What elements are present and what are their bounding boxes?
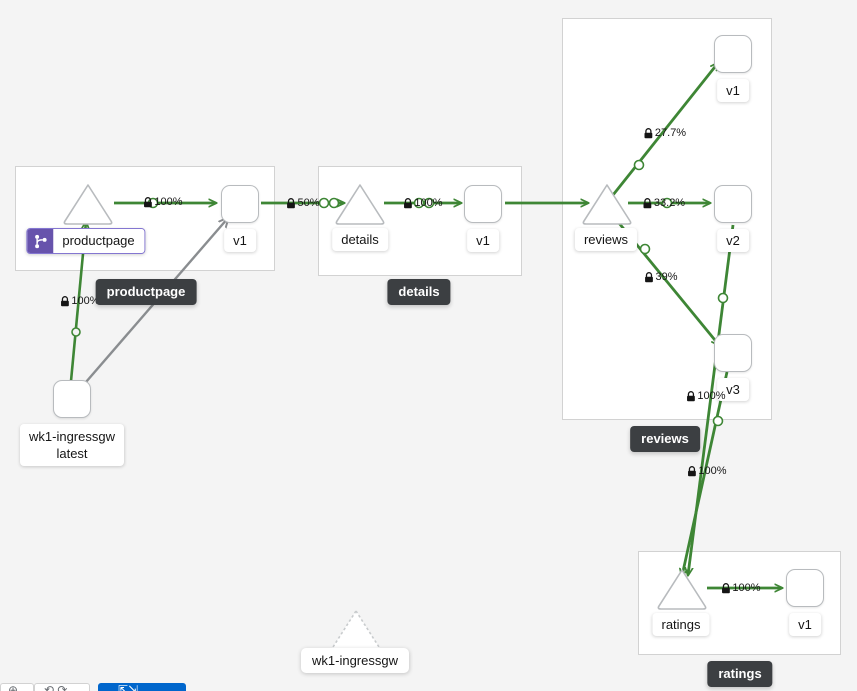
edge-label-text: 27.7% [654, 127, 687, 139]
toolbar-button-primary[interactable] [98, 683, 186, 691]
group-tooltip-productpage: productpage [95, 279, 197, 305]
lock-icon [287, 197, 295, 208]
node-reviews-v2[interactable]: v2 [714, 185, 752, 252]
node-label-text: productpage [53, 229, 145, 253]
node-details-v1[interactable]: v1 [464, 185, 502, 252]
node-label-line2: latest [56, 446, 88, 461]
edge-label-reviews-v2-to-ratings: 100% [686, 390, 726, 402]
edge-label-productpage-service-to-v1: 100% [143, 196, 183, 208]
edge-label-text: 100% [698, 465, 727, 477]
toolbar-button-middle[interactable] [34, 683, 90, 691]
node-ratings-v1[interactable]: v1 [786, 569, 824, 636]
edge-label-ratings-service-to-v1: 100% [721, 582, 761, 594]
node-label-wk1-ingressgw: wk1-ingressgw latest [20, 424, 124, 466]
workload-shape-ingressgw[interactable] [53, 380, 91, 418]
node-wk1-ingressgw[interactable]: wk1-ingressgw latest [20, 380, 124, 466]
edge-label-reviews-to-v3: 39% [644, 271, 678, 283]
node-label-details-service: details [332, 228, 388, 251]
node-label-productpage-service: productpage [26, 228, 146, 254]
edge-label-ingressgw-to-productpage: 100% [60, 295, 100, 307]
node-label-line1: wk1-ingressgw [29, 429, 115, 444]
virtual-service-icon [27, 229, 54, 253]
node-label-reviews-v3: v3 [717, 378, 749, 401]
edge-label-text: 100% [732, 582, 761, 594]
workload-shape-productpage-v1[interactable] [221, 185, 259, 223]
edge-label-details-service-to-v1: 100% [403, 197, 443, 209]
edge-label-productpage-v1-to-details: 50% [286, 197, 320, 209]
drag-ghost-shape [330, 608, 382, 657]
lock-icon [688, 465, 696, 476]
node-label-reviews-v1: v1 [717, 79, 749, 102]
workload-shape-ratings-v1[interactable] [786, 569, 824, 607]
node-reviews-v1[interactable]: v1 [714, 35, 752, 102]
service-shape-ratings[interactable] [656, 567, 707, 610]
edge-marker-ingressgw-productpage [71, 327, 81, 337]
lock-icon [722, 582, 730, 593]
node-productpage-v1[interactable]: v1 [221, 185, 259, 252]
workload-shape-reviews-v1[interactable] [714, 35, 752, 73]
edge-label-text: 50% [297, 197, 320, 209]
toolbar-left-glyph: ⊕ [8, 683, 19, 691]
service-shape-reviews[interactable] [581, 182, 632, 225]
group-tooltip-ratings: ratings [707, 661, 773, 687]
lock-icon [643, 197, 652, 208]
group-tooltip-reviews: reviews [630, 426, 700, 452]
edge-label-text: 33.2% [653, 197, 686, 209]
node-label-details-v1: v1 [467, 229, 499, 252]
edge-label-text: 100% [154, 196, 183, 208]
node-label-ratings-service: ratings [652, 613, 710, 636]
toolbar-primary-glyph: ⇱⇲ [118, 683, 139, 691]
service-shape-details[interactable] [334, 182, 385, 225]
workload-shape-reviews-v2[interactable] [714, 185, 752, 223]
workload-shape-details-v1[interactable] [464, 185, 502, 223]
workload-shape-reviews-v3[interactable] [714, 334, 752, 372]
bottom-toolbar[interactable]: ⊕ ⟲ ⟳ ⇱⇲ [0, 677, 857, 691]
edge-label-reviews-to-v1: 27.7% [644, 127, 686, 139]
node-label-reviews-v2: v2 [717, 229, 749, 252]
lock-icon [687, 390, 695, 401]
edge-label-text: 100% [71, 295, 100, 307]
lock-icon [644, 127, 653, 138]
node-label-productpage-v1: v1 [224, 229, 256, 252]
lock-icon [404, 197, 412, 208]
lock-icon [144, 196, 152, 207]
toolbar-button-left[interactable] [0, 683, 34, 691]
lock-icon [61, 295, 69, 306]
toolbar-middle-glyph: ⟲ ⟳ [44, 683, 68, 691]
drag-ghost-label: wk1-ingressgw [301, 648, 409, 673]
edge-label-text: 100% [414, 197, 443, 209]
node-label-reviews-service: reviews [574, 228, 638, 251]
lock-icon [645, 271, 653, 282]
edge-label-reviews-v3-to-ratings: 100% [687, 465, 727, 477]
edge-label-reviews-to-v2: 33.2% [643, 197, 685, 209]
node-reviews-v3[interactable]: v3 [714, 334, 752, 401]
group-tooltip-details: details [387, 279, 451, 305]
node-label-ratings-v1: v1 [789, 613, 821, 636]
edge-label-text: 100% [697, 390, 726, 402]
service-shape-productpage[interactable] [62, 182, 113, 225]
edge-label-text: 39% [655, 271, 678, 283]
